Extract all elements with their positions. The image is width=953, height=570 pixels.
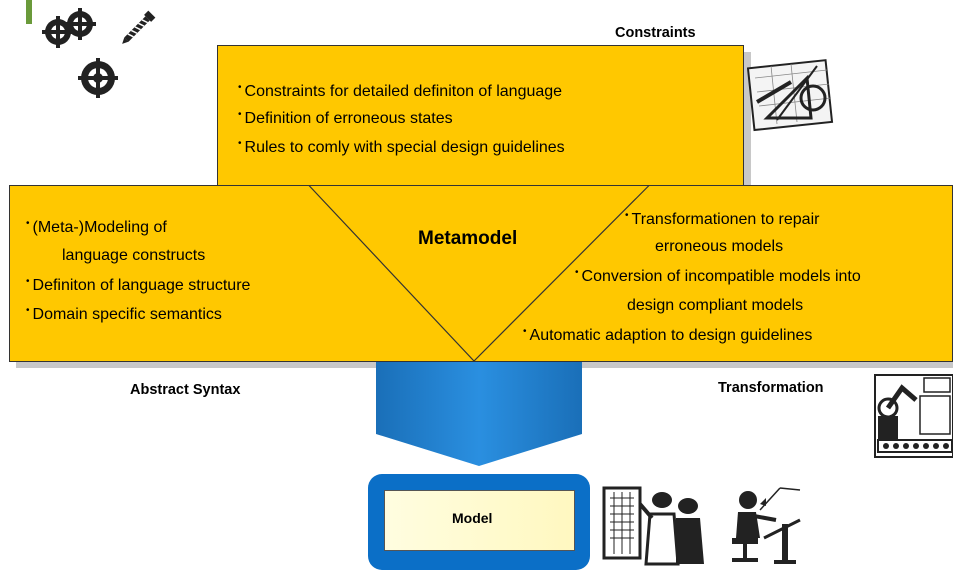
transformation-item-3: •Automatic adaption to design guidelines	[523, 326, 813, 344]
abstract-syntax-item-1: •(Meta-)Modeling of	[26, 218, 167, 236]
engineers-icon	[602, 486, 704, 566]
drafter-icon	[732, 487, 801, 564]
metamodel-title: Metamodel	[418, 228, 518, 249]
abstract-syntax-item-3: •Domain specific semantics	[26, 305, 222, 323]
constraints-item-2: •Definition of erroneous states	[238, 109, 453, 127]
constraints-title: Constraints	[615, 25, 696, 41]
gears-icon	[42, 8, 118, 98]
screw-icon	[122, 10, 156, 44]
transformation-item-1-cont: erroneous models	[655, 238, 784, 255]
constraints-item-3: •Rules to comly with special design guid…	[238, 138, 565, 156]
model-box	[384, 490, 575, 551]
transformation-item-2-cont: design compliant models	[627, 297, 804, 314]
constraints-box	[217, 45, 744, 187]
constraints-item-1: •Constraints for detailed definiton of l…	[238, 82, 563, 100]
transformation-item-2: •Conversion of incompatible models into	[575, 267, 861, 285]
drafting-tools-icon	[747, 59, 834, 132]
robot-machine-icon	[874, 374, 953, 458]
transformation-title: Transformation	[718, 380, 824, 396]
abstract-syntax-item-2: •Definiton of language structure	[26, 276, 251, 294]
abstract-syntax-item-1-cont: language constructs	[62, 247, 206, 264]
main-box	[9, 185, 953, 362]
transformation-item-1: •Transformationen to repair	[625, 210, 820, 228]
abstract-syntax-title: Abstract Syntax	[130, 382, 241, 398]
down-arrow	[376, 362, 582, 466]
model-label: Model	[452, 510, 493, 526]
accent-bar	[26, 0, 32, 24]
